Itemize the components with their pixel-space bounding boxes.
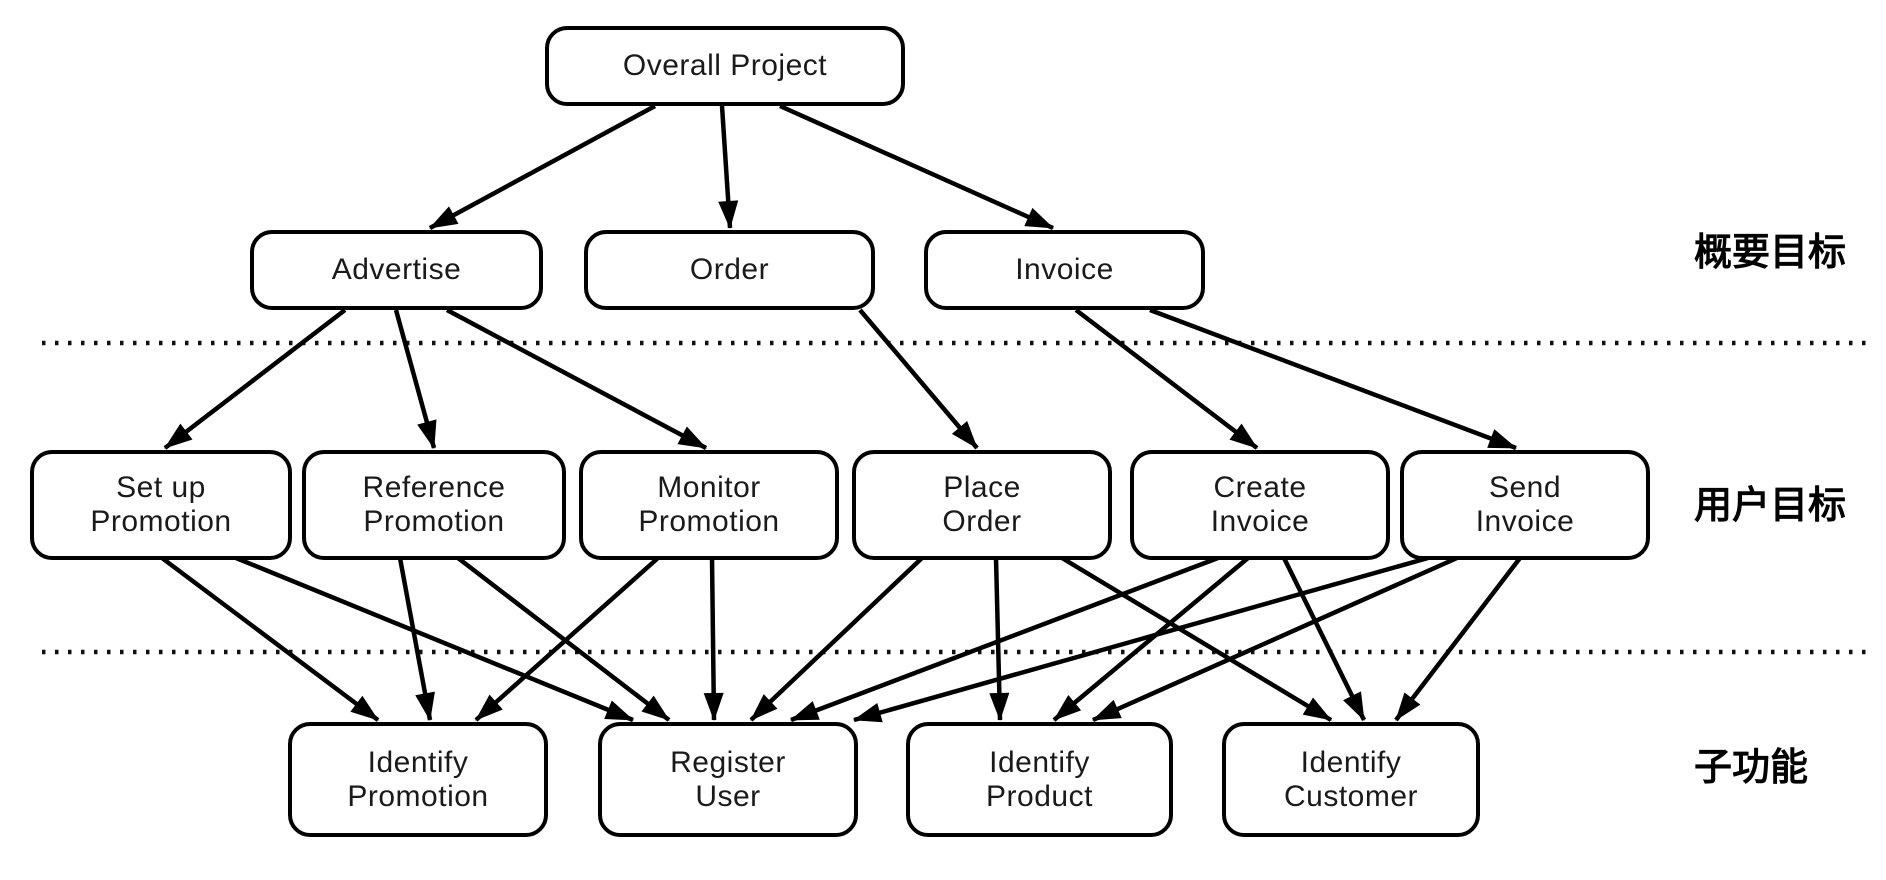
node-label: Create Invoice bbox=[1210, 471, 1310, 538]
arrow-place_order-to-identify_customer bbox=[1060, 556, 1333, 722]
node-label: Invoice bbox=[1015, 253, 1114, 286]
arrow-monitor_promotion-to-register_user bbox=[703, 557, 724, 721]
node-label: Send Invoice bbox=[1475, 471, 1575, 538]
node-identify-product: Identify Product bbox=[906, 722, 1173, 837]
row-label-user-goal: 用户目标 bbox=[1694, 485, 1847, 527]
arrow-send_invoice-to-register_user bbox=[853, 555, 1429, 723]
node-advertise: Advertise bbox=[250, 230, 543, 310]
node-send-invoice: Send Invoice bbox=[1400, 450, 1650, 560]
node-label: Identify Product bbox=[986, 745, 1093, 813]
node-invoice: Invoice bbox=[924, 230, 1205, 310]
node-reference-promotion: Reference Promotion bbox=[302, 450, 566, 560]
arrow-advertise-to-monitor_promotion bbox=[445, 308, 708, 450]
node-identify-promotion: Identify Promotion bbox=[288, 722, 548, 837]
node-label: Overall Project bbox=[622, 49, 828, 82]
node-label: Order bbox=[689, 253, 770, 286]
row-label-summary-goal: 概要目标 bbox=[1694, 232, 1847, 274]
arrow-overall-to-invoice bbox=[779, 103, 1054, 231]
arrow-place_order-to-identify_product bbox=[989, 557, 1010, 721]
node-label: Place Order bbox=[942, 471, 1022, 538]
node-label: Advertise bbox=[331, 253, 462, 286]
node-set-up-promotion: Set up Promotion bbox=[30, 450, 292, 560]
arrow-create_invoice-to-identify_product bbox=[1052, 556, 1250, 722]
arrow-setup_promotion-to-register_user bbox=[235, 555, 634, 723]
arrow-invoice-to-create_invoice bbox=[1074, 308, 1259, 450]
node-label: Set up Promotion bbox=[90, 471, 232, 538]
arrow-advertise-to-setup_promotion bbox=[163, 308, 347, 450]
node-register-user: Register User bbox=[598, 722, 858, 837]
node-label: Reference Promotion bbox=[362, 471, 506, 538]
node-label: Register User bbox=[670, 745, 786, 813]
node-create-invoice: Create Invoice bbox=[1130, 450, 1390, 560]
node-identify-customer: Identify Customer bbox=[1222, 722, 1480, 837]
arrow-send_invoice-to-identify_customer bbox=[1394, 556, 1522, 722]
arrow-invoice-to-send_invoice bbox=[1149, 307, 1517, 451]
node-order: Order bbox=[584, 230, 875, 310]
arrow-overall-to-advertise bbox=[428, 104, 657, 230]
arrow-create_invoice-to-register_user bbox=[790, 555, 1219, 723]
arrow-overall-to-order bbox=[718, 105, 739, 229]
arrow-monitor_promotion-to-identify_promotion bbox=[474, 556, 660, 722]
arrow-reference_promotion-to-register_user bbox=[456, 556, 671, 722]
arrow-reference_promotion-to-identify_promotion bbox=[397, 557, 435, 721]
node-place-order: Place Order bbox=[852, 450, 1112, 560]
arrow-setup_promotion-to-identify_promotion bbox=[160, 556, 380, 722]
node-label: Identify Customer bbox=[1283, 745, 1419, 813]
arrow-send_invoice-to-identify_product bbox=[1092, 555, 1458, 723]
arrow-place_order-to-register_user bbox=[749, 556, 924, 722]
arrow-order-to-place_order bbox=[858, 308, 979, 450]
arrow-advertise-to-reference_promotion bbox=[393, 309, 437, 449]
arrow-create_invoice-to-identify_customer bbox=[1281, 557, 1367, 721]
node-label: Identify Promotion bbox=[347, 745, 489, 813]
node-overall-project: Overall Project bbox=[545, 26, 905, 106]
node-monitor-promotion: Monitor Promotion bbox=[579, 450, 839, 560]
node-label: Monitor Promotion bbox=[638, 471, 780, 538]
row-label-subfunction: 子功能 bbox=[1694, 747, 1809, 789]
